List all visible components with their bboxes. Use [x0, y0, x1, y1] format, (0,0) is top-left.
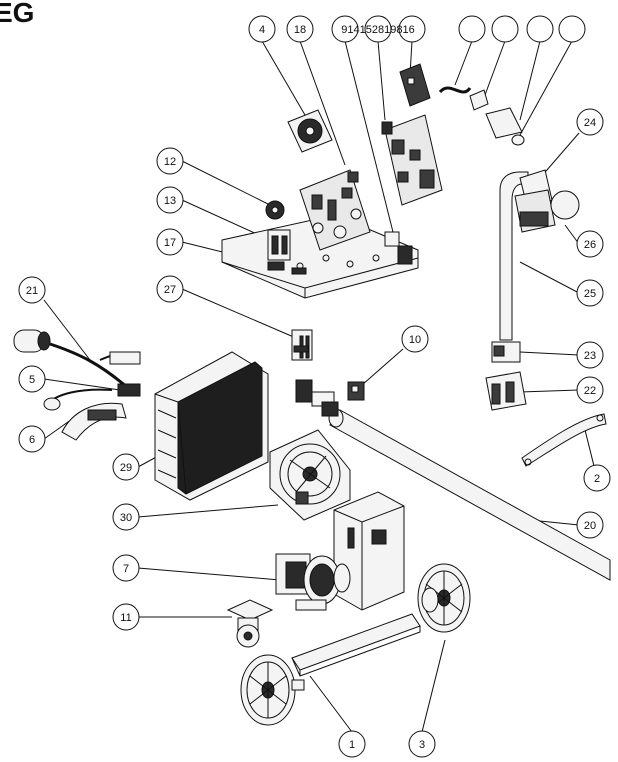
callout-bubble	[398, 15, 426, 43]
part-2-handle	[521, 413, 607, 467]
part-small-board	[399, 63, 431, 107]
part-clip	[469, 89, 489, 111]
part-12-gear	[265, 200, 285, 220]
part-3-wheel	[417, 563, 471, 633]
callout-bubble-2	[583, 464, 611, 492]
callout-bubble-13	[156, 186, 184, 214]
callout-bubble-24	[576, 108, 604, 136]
part-22-base	[485, 371, 527, 411]
callout-label-10: 10	[409, 334, 421, 346]
part-axle-bar	[291, 613, 421, 677]
callout-label-17: 17	[164, 237, 176, 249]
callout-label-2: 2	[594, 473, 600, 485]
part-transformer-box	[333, 491, 405, 611]
callout-label-24: 24	[584, 117, 596, 129]
part-6-clamp	[61, 402, 127, 441]
callout-bubble-7	[112, 554, 140, 582]
part-27-heatsink	[291, 329, 313, 361]
callout-bubble-11	[112, 603, 140, 631]
part-10-switch	[347, 381, 365, 401]
part-knob	[511, 134, 525, 146]
callout-bubble-21	[18, 276, 46, 304]
callout-bubble-6	[18, 425, 46, 453]
part-large-board	[381, 114, 443, 206]
callout-bubble-4	[248, 15, 276, 43]
callout-bubble-29	[112, 453, 140, 481]
callout-bubble-22	[576, 376, 604, 404]
callout-bubble-5	[18, 365, 46, 393]
callout-bubble	[364, 15, 392, 43]
part-cable-small	[438, 86, 472, 94]
part-30-fan	[269, 429, 351, 521]
callout-label-1: 1	[349, 739, 355, 751]
callout-label-13: 13	[164, 195, 176, 207]
part-valve-block	[295, 379, 339, 417]
part-11-caster	[226, 599, 274, 648]
callout-bubble-3	[408, 730, 436, 758]
callout-bubble-30	[112, 503, 140, 531]
callout-label-20: 20	[584, 520, 596, 532]
callout-bubble-25	[576, 279, 604, 307]
part-13-bracket	[267, 229, 291, 261]
callout-bubble	[331, 15, 359, 43]
part-1-wheel	[240, 654, 305, 726]
leader-lines	[43, 40, 598, 733]
callout-bubble-blank_1	[458, 15, 486, 43]
callout-label-4: 4	[259, 24, 265, 36]
part-26-clamp	[514, 189, 580, 233]
part-23-block	[491, 341, 521, 363]
part-5-connector	[43, 383, 141, 411]
part-20-pipe	[328, 408, 611, 581]
callout-label-11: 11	[120, 612, 131, 624]
callout-label-3: 3	[419, 739, 425, 751]
callout-label-27: 27	[164, 284, 176, 296]
callout-bubble-blank_2	[491, 15, 519, 43]
callout-bubble-10	[401, 325, 429, 353]
callout-bubble-26	[576, 230, 604, 258]
callout-label-12: 12	[164, 156, 176, 168]
callout-label-5: 5	[29, 374, 35, 386]
callout-bubble-20	[576, 511, 604, 539]
callout-bubble-23	[576, 341, 604, 369]
callout-label-25: 25	[584, 288, 596, 300]
part-connector-block	[384, 231, 413, 265]
part-sheet	[485, 107, 523, 139]
callout-bubble-1	[338, 730, 366, 758]
callout-label-30: 30	[120, 512, 132, 524]
part-18-control-board	[299, 169, 371, 251]
callout-label-22: 22	[584, 385, 596, 397]
callout-label-29: 29	[120, 462, 132, 474]
callout-bubble-18	[286, 15, 314, 43]
callout-label-6: 6	[29, 434, 35, 446]
part-29-radiator	[154, 351, 269, 501]
callout-label-26: 26	[584, 239, 596, 251]
header-fragment: EG	[0, 0, 34, 28]
callout-bubble-27	[156, 275, 184, 303]
part-7-motor	[275, 553, 351, 611]
callout-label-23: 23	[584, 350, 596, 362]
callout-label-21: 21	[26, 285, 38, 297]
part-17-terminal	[267, 261, 307, 275]
part-4-fan	[287, 109, 333, 153]
callout-bubble-17	[156, 228, 184, 256]
callout-label-7: 7	[123, 563, 129, 575]
callout-label-top_group: 914152819816	[341, 24, 414, 36]
callout-bubble-blank_3	[526, 15, 554, 43]
part-21-cable-assembly	[13, 329, 141, 390]
callout-bubble-blank_4	[558, 15, 586, 43]
callout-label-18: 18	[294, 24, 306, 36]
callout-bubble-12	[156, 147, 184, 175]
